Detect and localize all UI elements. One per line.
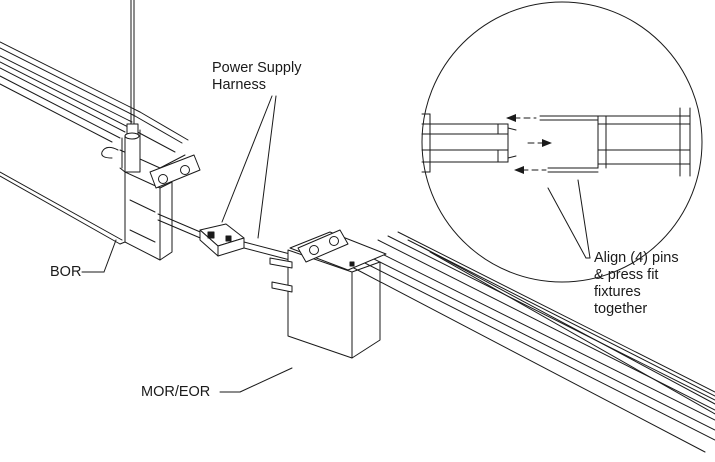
align-label-line1: Align (4) pins: [594, 250, 679, 266]
align-pins-label: Align (4) pins & press fit fixtures toge…: [594, 250, 679, 318]
power-supply-label-line2: Harness: [212, 77, 266, 93]
align-label-line3: fixtures: [594, 284, 641, 300]
mor-eor-fixture: [269, 229, 715, 453]
align-label-line2: & press fit: [594, 267, 659, 283]
bor-label: BOR: [50, 264, 82, 280]
bor-fixture: [0, 0, 206, 261]
leader-lines: [81, 95, 591, 393]
detail-view: [421, 1, 703, 283]
power-supply-harness: [199, 223, 291, 261]
power-supply-label-line1: Power Supply: [212, 60, 302, 76]
align-label-line4: together: [594, 301, 648, 317]
power-supply-label: Power Supply Harness: [212, 60, 301, 94]
mor-eor-label: MOR/EOR: [141, 384, 211, 400]
